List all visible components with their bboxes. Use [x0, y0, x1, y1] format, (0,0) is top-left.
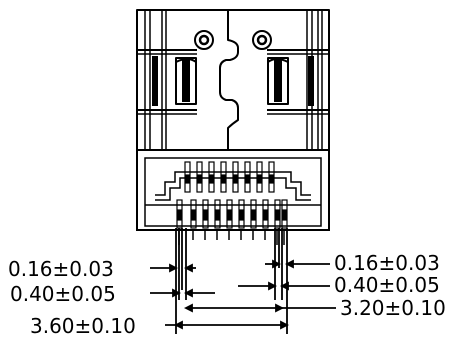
- dim-inner-width: 3.20±0.10: [340, 296, 446, 320]
- latch-left: [152, 56, 190, 106]
- dim-pin-width-left: 0.16±0.03: [8, 257, 114, 281]
- dim-overall-width: 3.60±0.10: [30, 314, 136, 338]
- dim-pin-pitch-right: 0.40±0.05: [334, 273, 440, 297]
- pin-tails: [178, 230, 285, 245]
- dimension-lines: [150, 228, 336, 334]
- contacts-bottom-row: [176, 199, 288, 229]
- latch-right: [274, 56, 314, 106]
- dim-pin-pitch-left: 0.40±0.05: [10, 282, 116, 306]
- mounting-hole-right: [252, 30, 272, 50]
- connector-body: [136, 9, 330, 231]
- dim-pin-width-right: 0.16±0.03: [334, 251, 440, 275]
- contacts-top-row: [184, 161, 275, 193]
- mounting-hole-left: [194, 30, 214, 50]
